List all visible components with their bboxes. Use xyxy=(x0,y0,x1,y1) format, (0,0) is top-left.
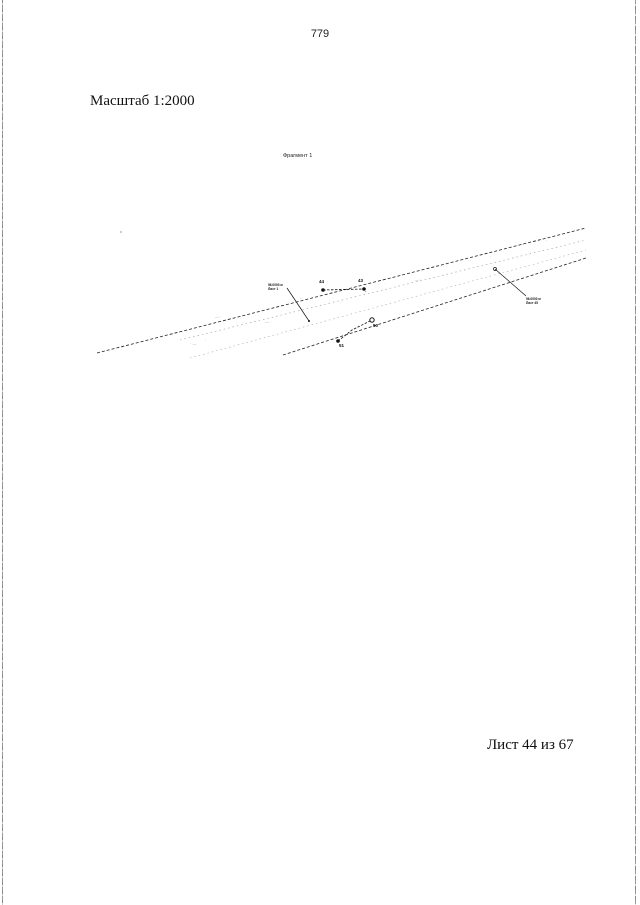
right-annotation-line2: Лист 45 xyxy=(526,301,538,305)
point-43-marker xyxy=(362,287,366,291)
svg-text:·: · xyxy=(385,281,386,286)
svg-text:— ·: — · xyxy=(215,314,221,319)
svg-text:··: ·· xyxy=(300,296,303,301)
svg-text:·: · xyxy=(565,236,566,241)
scale-label: Масштаб 1:2000 xyxy=(90,93,195,109)
svg-text:— ·: — · xyxy=(265,319,271,324)
boundary-line-upper xyxy=(96,227,587,354)
left-annotation-line2: Лист 1 xyxy=(268,287,278,291)
left-annotation-line1: 56.0000 м xyxy=(268,283,283,287)
svg-text:·: · xyxy=(340,300,341,305)
left-leader-end xyxy=(308,320,310,322)
point-51-label: 51 xyxy=(339,343,345,348)
boundary-line-lower xyxy=(282,257,587,356)
svg-text:·: · xyxy=(205,338,206,343)
road-edge-2 xyxy=(189,249,587,359)
svg-text:·: · xyxy=(470,258,471,263)
right-annotation-line1: 56.0000 м xyxy=(526,297,541,301)
right-leader-line xyxy=(494,268,527,297)
point-44-label: 44 xyxy=(319,279,325,284)
svg-text:—: — xyxy=(520,241,524,246)
svg-text:·: · xyxy=(546,238,547,243)
parcel-boundary-lower xyxy=(337,319,373,342)
road-edge-1 xyxy=(179,239,587,341)
point-44-marker xyxy=(321,288,325,292)
parcel-boundary-upper xyxy=(322,288,367,293)
svg-text:·: · xyxy=(490,254,491,259)
svg-text:— ·: — · xyxy=(415,277,421,282)
fragment-title: Фрагмент 1 xyxy=(283,153,312,159)
right-leader-end xyxy=(493,267,497,271)
point-50-label: 50 xyxy=(373,323,379,328)
svg-text:· ·: · · xyxy=(440,264,444,269)
page-border-left xyxy=(2,0,3,905)
page-number: 779 xyxy=(310,28,330,40)
road-marks: — · · — · · — · ·· · · — · · · · · — · · xyxy=(190,236,566,346)
svg-text:· —: · — xyxy=(190,341,196,346)
left-leader-line xyxy=(286,287,310,322)
sheet-label: Лист 44 из 67 xyxy=(487,737,574,753)
point-50-marker xyxy=(369,317,375,323)
point-43-label: 43 xyxy=(358,278,364,283)
page-border-right xyxy=(635,0,636,905)
svg-text:·: · xyxy=(243,320,244,325)
point-51-marker xyxy=(336,339,340,343)
